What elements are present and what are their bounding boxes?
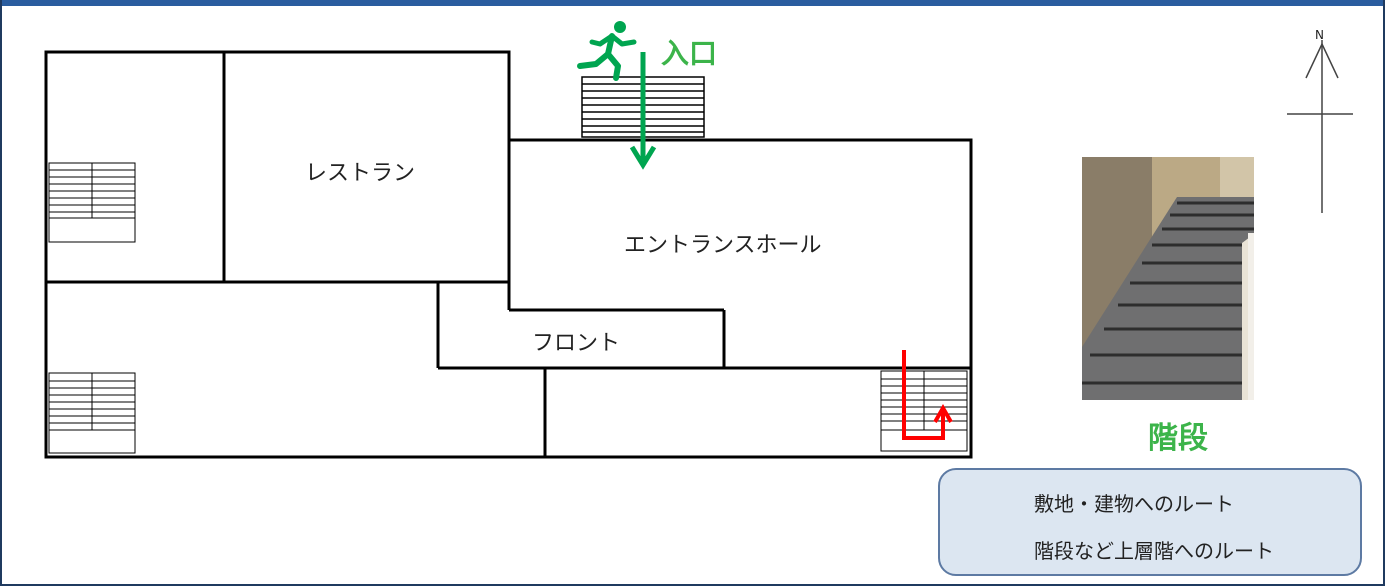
stairs-upper-left — [48, 162, 136, 243]
room-label-entrance-hall: エントランスホール — [624, 233, 822, 258]
top-border-bar — [2, 0, 1383, 6]
entrance-route-arrow — [629, 52, 657, 170]
stairs-photo-illustration — [1082, 157, 1254, 400]
legend-item-upper-floor-route: 階段など上層階へのルート — [1034, 534, 1274, 564]
legend-label-upper-floor-route: 階段など上層階へのルート — [1034, 538, 1274, 563]
legend-label-site-route: 敷地・建物へのルート — [1034, 491, 1234, 516]
outer-wall — [44, 50, 973, 459]
entrance-label: 入口 — [661, 37, 718, 70]
north-compass-icon — [1287, 40, 1353, 213]
stairs-route-arrow — [902, 350, 953, 440]
room-label-restaurant: レストラン — [305, 161, 416, 186]
room-label-front: フロント — [532, 331, 621, 356]
stairs-caption: 階段 — [1148, 421, 1208, 456]
building-walls — [44, 50, 973, 459]
stairs-lower-left — [48, 372, 136, 454]
stairs-photo — [1082, 157, 1254, 400]
legend-item-site-route: 敷地・建物へのルート — [1034, 487, 1234, 517]
exit-running-person-icon — [577, 21, 637, 81]
route-legend: 敷地・建物へのルート 階段など上層階へのルート — [938, 468, 1362, 576]
north-label: N — [1315, 28, 1324, 42]
